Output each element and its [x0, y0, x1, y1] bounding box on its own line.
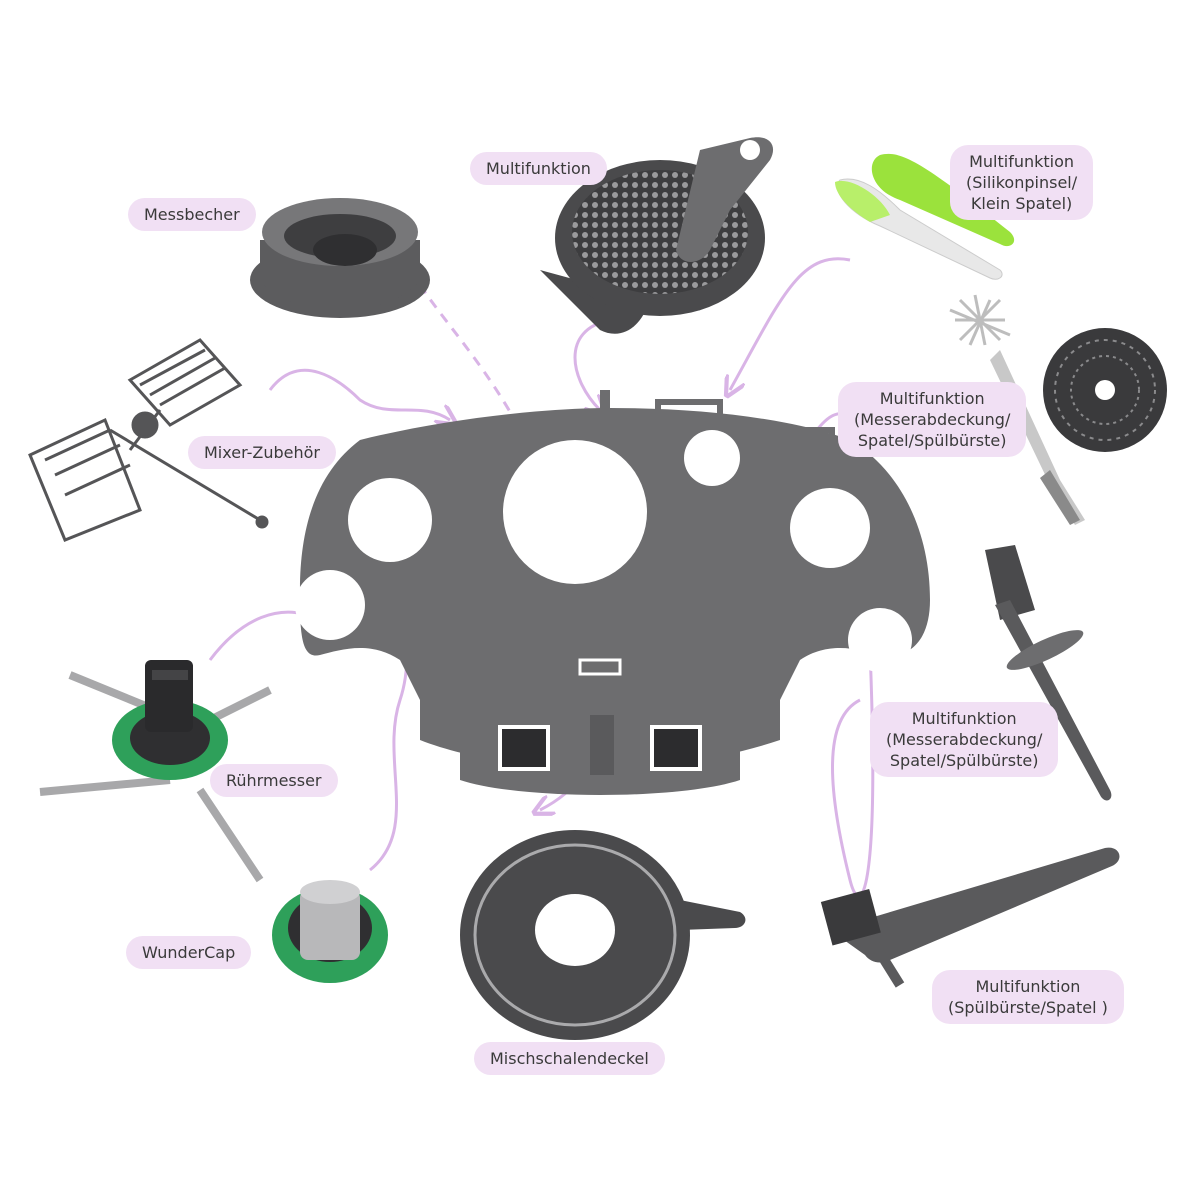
wundercap-icon — [272, 880, 388, 983]
mixing-blade-icon — [39, 660, 272, 883]
arrow-mixer — [268, 368, 450, 420]
connector-arrows — [208, 257, 891, 898]
measuring-cup-icon — [250, 198, 430, 318]
label-mixer-zubehoer: Mixer-Zubehör — [188, 436, 337, 469]
mixer-whisk-icon — [28, 338, 269, 542]
holder-rack-icon — [295, 390, 930, 795]
label-multifunktion-top: Multifunktion — [470, 152, 607, 185]
label-messer-bottom: Multifunktion(Messerabdeckung/Spatel/Spü… — [870, 702, 1059, 777]
spatula-icon — [985, 545, 1112, 801]
label-wundercap: WunderCap — [126, 936, 252, 969]
label-silikon: Multifunktion(Silikonpinsel/Klein Spatel… — [950, 145, 1094, 220]
label-mischschalendeckel: Mischschalendeckel — [474, 1042, 665, 1075]
arrow-silikon — [730, 257, 851, 390]
arrow-messer-bottom — [831, 650, 873, 898]
label-ruehrmesser: Rührmesser — [210, 764, 338, 797]
label-messbecher: Messbecher — [128, 198, 256, 231]
label-messer-top: Multifunktion(Messerabdeckung/Spatel/Spü… — [838, 382, 1027, 457]
holder-center-hole — [503, 440, 647, 584]
strainer-icon — [540, 137, 774, 334]
cleaning-brush-icon — [820, 847, 1120, 988]
label-spuelbuerste: Multifunktion(Spülbürste/Spatel ) — [932, 970, 1124, 1024]
blade-cover-disc-icon — [1043, 328, 1167, 452]
silicone-brush-icon — [835, 153, 1015, 280]
bowl-lid-icon — [460, 830, 746, 1040]
